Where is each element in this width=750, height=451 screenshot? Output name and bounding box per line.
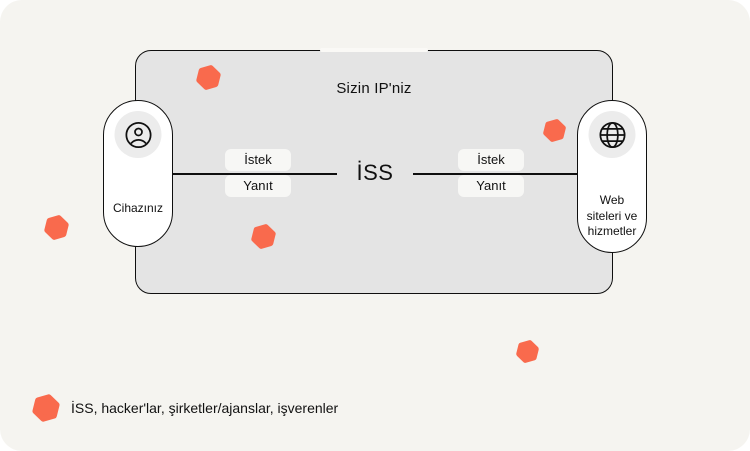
legend-label: İSS, hacker'lar, şirketler/ajanslar, işv… (71, 400, 339, 416)
threat-hexagon (28, 390, 64, 426)
device-label: Cihazınız (112, 201, 164, 215)
right-link-labels: İstek Yanıt (458, 149, 524, 197)
hexagon-icon (196, 65, 221, 90)
hexagon-icon (251, 224, 276, 249)
isp-label: İSS (337, 158, 413, 188)
left-link-labels: İstek Yanıt (225, 149, 291, 197)
request-chip: İstek (225, 149, 291, 171)
threat-hexagon (539, 115, 569, 145)
web-label: Web siteleri ve hizmetler (586, 193, 638, 239)
user-icon (124, 121, 152, 148)
web-node: Web siteleri ve hizmetler (577, 100, 647, 253)
globe-icon (598, 121, 626, 148)
panel-top-notch (320, 48, 428, 52)
hexagon-icon (44, 215, 69, 240)
response-chip: Yanıt (225, 175, 291, 197)
threat-hexagon (247, 220, 280, 253)
web-icon-circle (588, 111, 636, 158)
panel-title: Sizin IP'niz (336, 80, 412, 97)
request-chip: İstek (458, 149, 524, 171)
threat-hexagon (40, 211, 73, 244)
hexagon-icon (543, 119, 566, 142)
hexagon-icon (516, 340, 539, 363)
threat-hexagon (192, 61, 225, 94)
legend: İSS, hacker'lar, şirketler/ajanslar, işv… (31, 393, 338, 423)
device-icon-circle (114, 111, 162, 158)
response-chip: Yanıt (458, 175, 524, 197)
threat-hexagon (512, 336, 542, 366)
device-node: Cihazınız (103, 100, 173, 247)
hexagon-icon (32, 394, 60, 422)
